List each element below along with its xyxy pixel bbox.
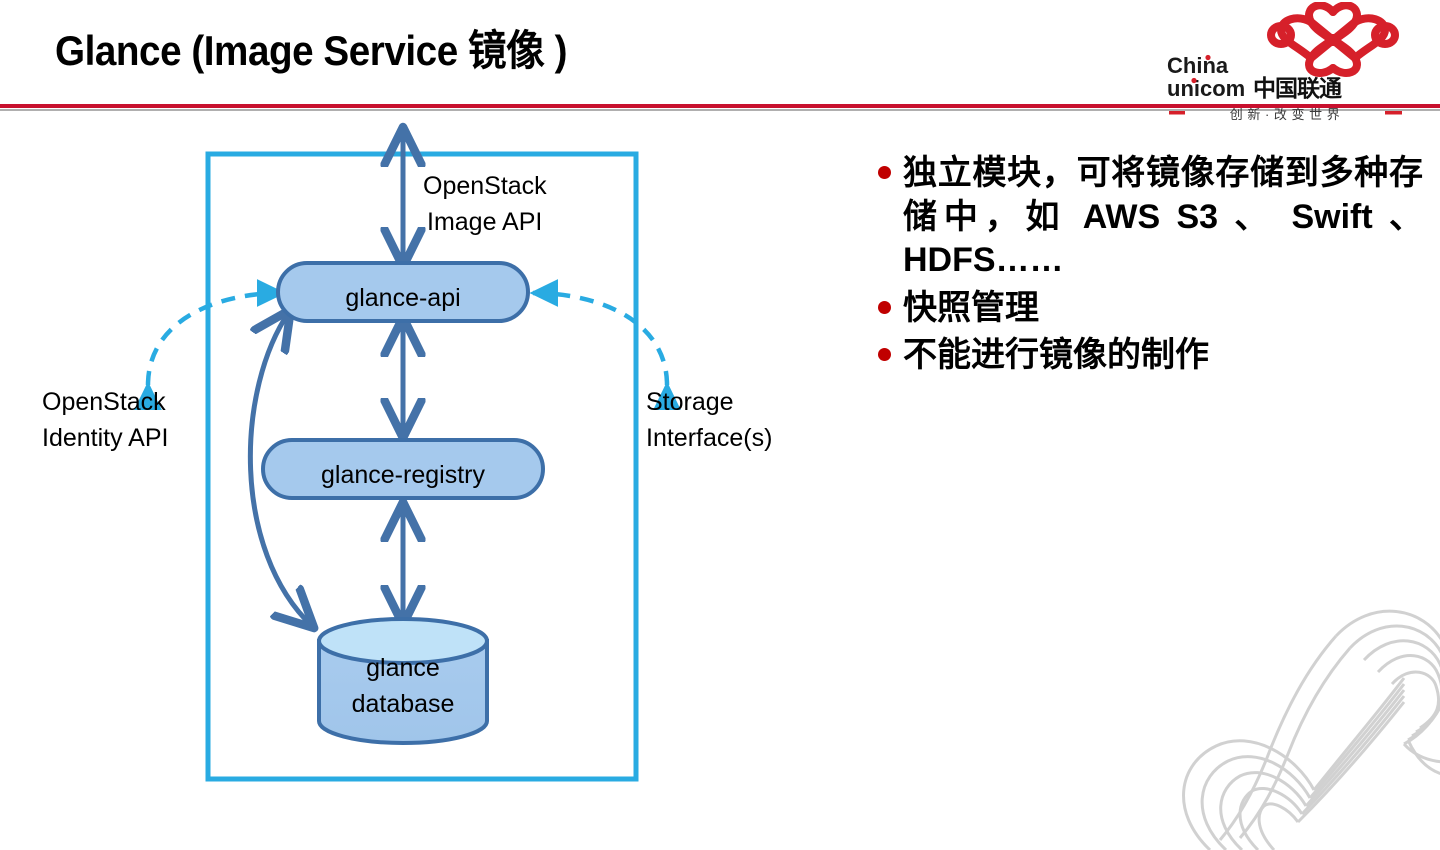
logo-i-dot-1 (1205, 54, 1211, 61)
bullet-list: 独立模块，可将镜像存储到多种存储中，如 AWS S3 、 Swift 、 HDF… (878, 152, 1423, 382)
tagline-dash-left (1169, 111, 1185, 115)
bullet-text: 不能进行镜像的制作 (903, 336, 1209, 375)
list-item: 独立模块，可将镜像存储到多种存储中，如 AWS S3 、 Swift 、 HDF… (878, 152, 1423, 283)
label-storage-line2: Interface(s) (646, 424, 772, 452)
tagline-text: 创 新 · 改 变 世 界 (1230, 107, 1341, 122)
label-identity-api-line2: Identity API (42, 424, 168, 452)
glance-architecture-diagram: OpenStack Image API OpenStack Identity A… (0, 110, 860, 810)
logo-i-dot-2 (1191, 77, 1197, 84)
node-glance-api-label: glance-api (345, 284, 460, 312)
logo-line2-en: unicom (1167, 76, 1245, 100)
arrow-storage-interface (529, 279, 681, 411)
node-glance-registry[interactable]: glance-registry (261, 438, 545, 500)
label-storage-line1: Storage (646, 388, 734, 416)
list-item: 不能进行镜像的制作 (878, 334, 1423, 378)
label-image-api-line2: Image API (427, 208, 542, 236)
node-glance-database-label-1: glance (366, 654, 440, 682)
list-item: 快照管理 (878, 287, 1423, 331)
unicom-wordmark: China unicom 中国联通 (1167, 54, 1343, 100)
china-unicom-logo: China unicom 中国联通 创 新 · 改 变 世 界 (1167, 2, 1402, 122)
bullet-text: 独立模块，可将镜像存储到多种存储中，如 AWS S3 、 Swift 、 HDF… (903, 154, 1423, 280)
bullet-dot-icon (878, 300, 891, 314)
bullet-dot-icon (878, 166, 891, 179)
label-image-api-line1: OpenStack (423, 172, 547, 200)
unicom-knot-watermark (1182, 609, 1440, 850)
tagline-dash-right (1385, 111, 1402, 115)
header-divider-red (0, 104, 1440, 108)
label-identity-api-line1: OpenStack (42, 388, 166, 416)
bullet-dot-icon (878, 348, 891, 362)
header-divider (0, 104, 1440, 112)
arrow-identity-api (134, 279, 286, 411)
unicom-knot-icon (1267, 2, 1399, 77)
node-glance-database-label-2: database (352, 690, 455, 718)
header-divider-gray (0, 109, 1440, 111)
logo-tagline: 创 新 · 改 变 世 界 (1169, 107, 1402, 122)
bullet-text: 快照管理 (903, 288, 1039, 327)
logo-line2-cn: 中国联通 (1253, 75, 1342, 100)
node-glance-database[interactable]: glance database (317, 617, 489, 745)
page-title: Glance (Image Service 镜像 ) (55, 27, 568, 74)
node-glance-registry-label: glance-registry (321, 461, 485, 489)
logo-line1: China (1167, 54, 1229, 78)
node-glance-api[interactable]: glance-api (276, 261, 530, 323)
